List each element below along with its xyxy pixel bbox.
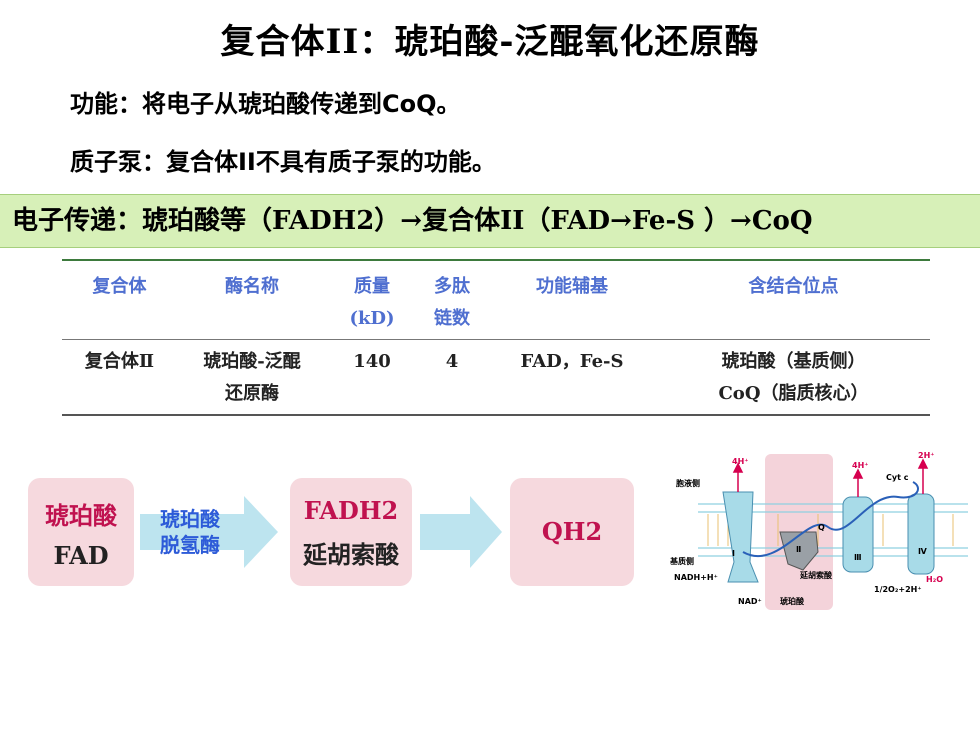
diagram-fumarate: 延胡索酸 xyxy=(799,570,833,580)
flow-qh2-label: QH2 xyxy=(541,517,603,546)
flow-box-fadh2: FADH2 延胡索酸 xyxy=(290,478,412,586)
function-line: 功能：将电子从琥珀酸传递到CoQ。 xyxy=(70,90,461,118)
diagram-nadh: NADH+H⁺ xyxy=(674,573,718,582)
diagram-side-top: 胞液侧 xyxy=(675,478,700,488)
complex-table-grid: 复合体 酶名称 质量(kD) 多肽链数 功能辅基 含结合位点 复合体Ⅱ 琥珀酸-… xyxy=(62,259,930,416)
header-prosthetic: 功能辅基 xyxy=(536,276,608,297)
diagram-h2: 2H⁺ xyxy=(918,452,934,460)
cell-mass: 140 xyxy=(353,351,391,372)
diagram-roman-3: Ⅲ xyxy=(854,553,862,562)
diagram-roman-1: Ⅰ xyxy=(732,549,735,558)
respiratory-chain-diagram: 胞液侧 基质侧 4H⁺ 4H⁺ 2H⁺ Cyt c Q Ⅰ Ⅱ Ⅲ Ⅳ NADH… xyxy=(669,452,968,610)
complex4-shape xyxy=(907,493,935,575)
electron-path xyxy=(742,481,919,558)
proton-arrows xyxy=(732,458,929,497)
page-title: 复合体II：琥珀酸-泛醌氧化还原酶 xyxy=(220,22,760,62)
header-mass: 质量(kD) xyxy=(349,276,395,329)
table-header-row: 复合体 酶名称 质量(kD) 多肽链数 功能辅基 含结合位点 xyxy=(62,260,930,340)
flow-arrow-2 xyxy=(420,496,502,568)
flow-arrow-1 xyxy=(140,496,278,568)
header-sites: 含结合位点 xyxy=(748,276,839,297)
proton-pump-line: 质子泵：复合体II不具有质子泵的功能。 xyxy=(70,148,496,176)
diagram-side-bottom: 基质侧 xyxy=(669,556,694,566)
diagram-h4-1: 4H⁺ xyxy=(732,457,748,466)
diagram-cytc: Cyt c xyxy=(886,473,909,482)
complex1-shape xyxy=(722,491,759,583)
enzyme-label: 琥珀酸 脱氢酶 xyxy=(160,507,220,557)
flow-fadh2-label: FADH2 xyxy=(303,496,399,525)
flow-fumarate-label: 延胡索酸 xyxy=(303,541,399,569)
diagram-h2o: H₂O xyxy=(926,575,943,584)
cell-sites: 琥珀酸（基质侧）CoQ（脂质核心） xyxy=(718,351,869,404)
electron-transfer-banner: 电子传递：琥珀酸等（FADH2）→复合体II（FAD→Fe-S ）→CoQ xyxy=(0,194,980,248)
complex-table: 复合体 酶名称 质量(kD) 多肽链数 功能辅基 含结合位点 复合体Ⅱ 琥珀酸-… xyxy=(62,259,930,416)
header-chains: 多肽链数 xyxy=(434,276,470,329)
flow-fad-label: FAD xyxy=(53,541,109,570)
cell-prosthetic: FAD，Fe-S xyxy=(520,351,624,372)
diagram-nad: NAD⁺ xyxy=(738,597,762,606)
table-row: 复合体Ⅱ 琥珀酸-泛醌还原酶 140 4 FAD，Fe-S 琥珀酸（基质侧）Co… xyxy=(62,340,930,415)
header-complex: 复合体 xyxy=(92,276,147,297)
cell-chains: 4 xyxy=(445,351,459,372)
diagram-o2: 1/2O₂+2H⁺ xyxy=(874,585,922,594)
flow-box-qh2: QH2 xyxy=(510,478,634,586)
diagram-h4-2: 4H⁺ xyxy=(852,461,868,470)
diagram-roman-4: Ⅳ xyxy=(918,547,927,556)
cell-complex: 复合体Ⅱ xyxy=(84,351,155,372)
header-enzyme: 酶名称 xyxy=(225,276,279,297)
diagram-q: Q xyxy=(818,523,825,532)
cell-enzyme: 琥珀酸-泛醌还原酶 xyxy=(203,351,301,404)
diagram-roman-2: Ⅱ xyxy=(796,545,801,554)
diagram-succinate: 琥珀酸 xyxy=(780,596,805,606)
flow-box-succinate: 琥珀酸 FAD xyxy=(28,478,134,586)
flow-succinate-label: 琥珀酸 xyxy=(45,502,117,530)
